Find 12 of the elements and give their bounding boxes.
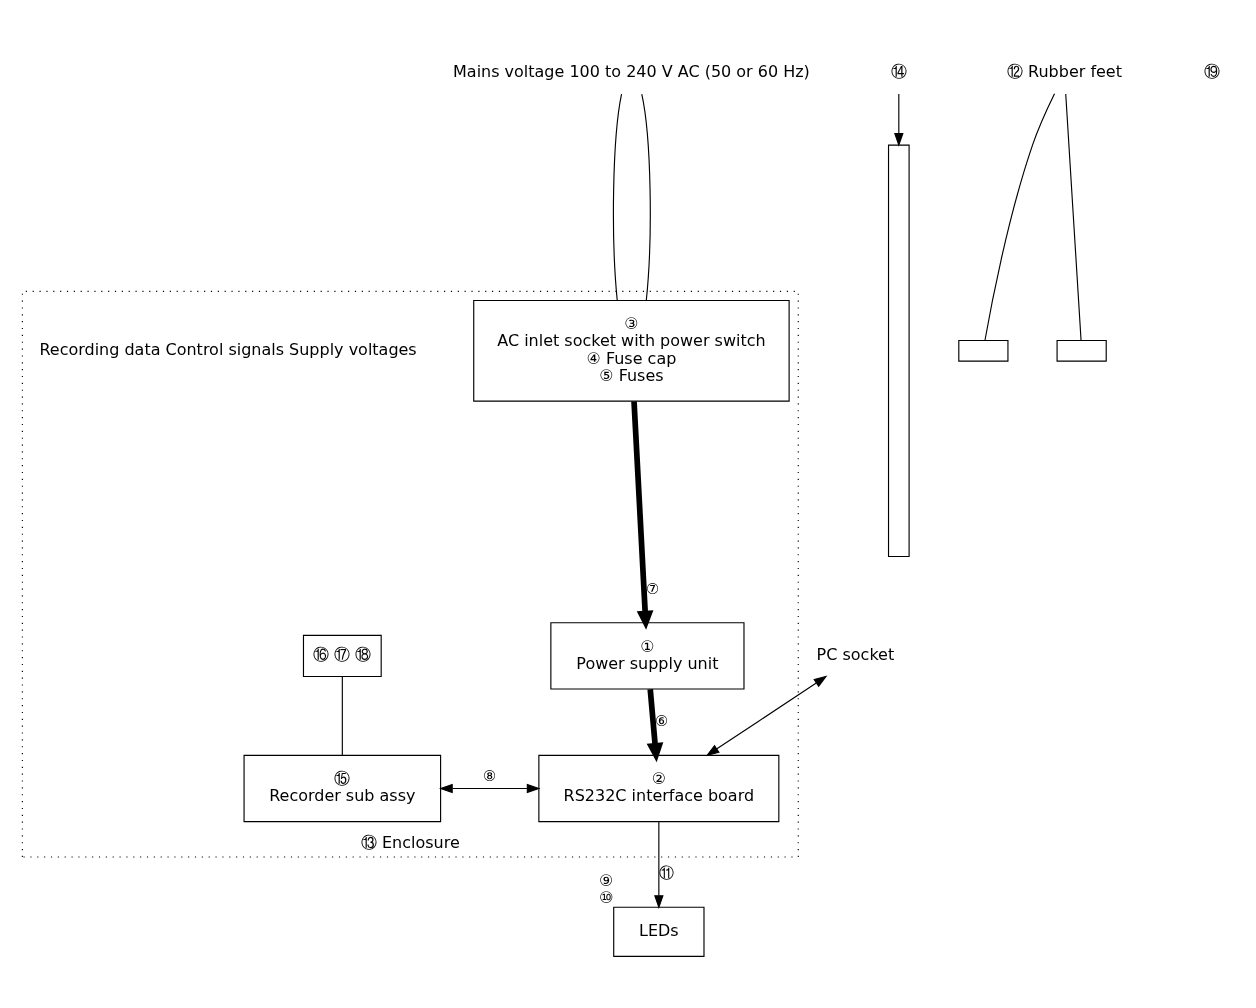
node-text: ⑫ Rubber feet bbox=[1007, 61, 1122, 81]
edge-label: ⑪ bbox=[658, 863, 674, 882]
edge-label: ⑧ bbox=[483, 766, 497, 785]
node-text: PC socket bbox=[816, 644, 895, 664]
node-text: ⑭ bbox=[890, 61, 907, 81]
node-label: ⑩ bbox=[599, 887, 614, 907]
label: Recording data Control signals Supply voltages bbox=[39, 339, 417, 359]
node-label: ⑨ bbox=[599, 870, 614, 890]
label: ⑲ bbox=[1203, 61, 1220, 81]
node-text: Mains voltage 100 to 240 V AC (50 or 60 Hz) bbox=[453, 61, 810, 81]
edge-label: ⑦ bbox=[645, 579, 660, 598]
edge-label: ⑥ bbox=[655, 711, 669, 730]
